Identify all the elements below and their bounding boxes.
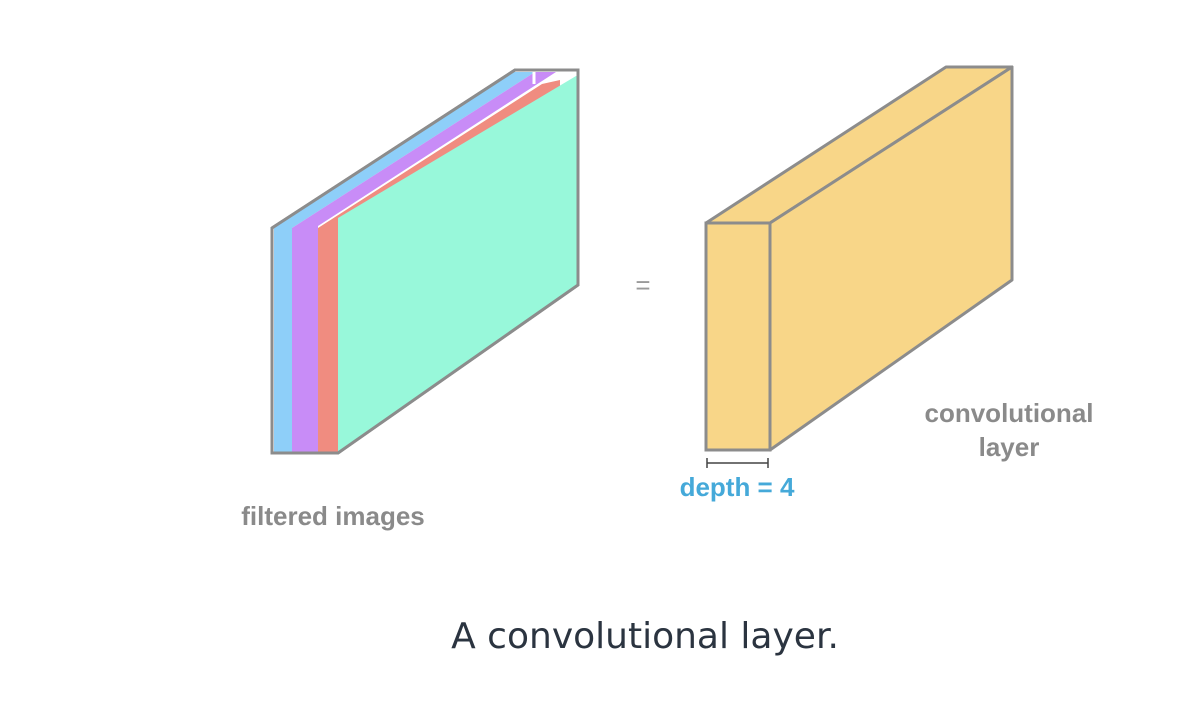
filter-green	[338, 76, 578, 452]
depth-label: depth = 4	[680, 472, 795, 502]
filtered-images-stack	[270, 68, 580, 455]
filtered-images-label: filtered images	[241, 501, 425, 531]
convolutional-layer-box	[704, 65, 1014, 452]
layer-front-face	[704, 221, 772, 452]
figure-caption: A convolutional layer.	[451, 616, 839, 657]
convolutional-layer-label-line1: convolutional	[925, 398, 1094, 428]
filter-blue	[274, 72, 535, 452]
equals-sign: =	[635, 270, 650, 300]
filter-red	[318, 80, 560, 452]
convolutional-layer-label-line2: layer	[979, 432, 1040, 462]
depth-bracket	[706, 458, 769, 468]
filter-purple	[292, 72, 556, 452]
